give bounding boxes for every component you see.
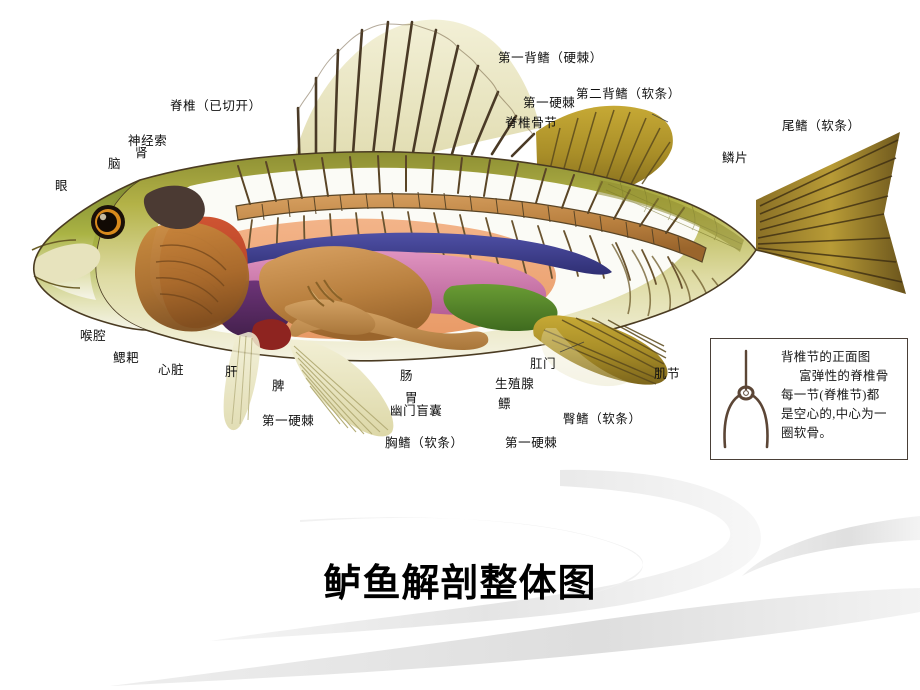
label-nerve-cord: 神经索 bbox=[128, 134, 168, 148]
heart-art bbox=[251, 319, 292, 350]
label-swim-bladder: 鳔 bbox=[498, 397, 512, 411]
label-leader-lines bbox=[559, 113, 669, 353]
caudal-fin-art bbox=[755, 132, 906, 294]
gonad-art bbox=[443, 283, 558, 332]
label-first-spine-anal: 第一硬棘 bbox=[505, 436, 558, 450]
label-kidney: 肾 bbox=[135, 146, 149, 160]
fish-eye-art bbox=[91, 205, 125, 239]
label-vertebra-cut-open: 脊椎（已切开） bbox=[170, 99, 262, 113]
label-gonad: 生殖腺 bbox=[495, 377, 535, 391]
label-anus: 肛门 bbox=[530, 357, 557, 371]
vertebra-front-view-icon bbox=[715, 345, 777, 453]
label-heart: 心脏 bbox=[158, 363, 185, 377]
pectoral-fin-art bbox=[223, 332, 261, 431]
dorsal-vessel-art bbox=[210, 232, 612, 276]
scales-art bbox=[596, 180, 744, 252]
pelvic-fin-art bbox=[290, 339, 394, 437]
label-first-spine-pelvic: 第一硬棘 bbox=[262, 414, 315, 428]
label-myomere: 肌节 bbox=[654, 367, 681, 381]
label-gill-rakers: 鳃耙 bbox=[113, 351, 140, 365]
label-anal-fin-soft-rays: 臀鳍（软条） bbox=[563, 412, 642, 426]
label-pectoral-fin-soft-rays: 胸鳍（软条） bbox=[385, 436, 464, 450]
inset-caption-line: 圈软骨。 bbox=[781, 426, 833, 440]
label-intestine: 肠 bbox=[400, 369, 414, 383]
label-vertebral-bone-segment: 脊椎骨节 bbox=[505, 116, 558, 130]
fish-body-art bbox=[94, 150, 757, 362]
label-pharyngeal-cavity: 喉腔 bbox=[80, 329, 107, 343]
vertebra-inset-caption: 背椎节的正面图富弹性的脊椎骨每一节(脊椎节)都是空心的,中心为一圈软骨。 bbox=[781, 348, 905, 443]
fish-head-art bbox=[31, 179, 147, 331]
lower-caudal-lobe-art bbox=[541, 328, 628, 387]
inset-caption-line: 每一节(脊椎节)都 bbox=[781, 388, 880, 402]
label-pyloric-caeca: 幽门盲囊 bbox=[390, 404, 443, 418]
vertebra-inset-box: 背椎节的正面图富弹性的脊椎骨每一节(脊椎节)都是空心的,中心为一圈软骨。 bbox=[710, 338, 908, 460]
label-eye: 眼 bbox=[55, 179, 69, 193]
label-brain: 脑 bbox=[108, 157, 122, 171]
label-first-dorsal-fin-spines: 第一背鳍（硬棘） bbox=[498, 51, 603, 65]
label-liver: 肝 bbox=[225, 365, 239, 379]
kidney-art bbox=[143, 185, 205, 230]
intestine-art bbox=[284, 279, 489, 350]
inset-caption-line: 是空心的,中心为一 bbox=[781, 407, 887, 421]
label-caudal-fin-soft-rays: 尾鳍（软条） bbox=[782, 119, 861, 133]
label-first-spine-dorsal: 第一硬棘 bbox=[523, 96, 576, 110]
operculum-art bbox=[134, 222, 250, 332]
inset-caption-line: 富弹性的脊椎骨 bbox=[799, 369, 889, 383]
label-spleen: 脾 bbox=[272, 379, 286, 393]
label-second-dorsal-fin-soft-rays: 第二背鳍（软条） bbox=[576, 87, 681, 101]
label-stomach: 胃 bbox=[405, 391, 419, 405]
inset-caption-line: 背椎节的正面图 bbox=[781, 350, 871, 364]
page-title: 鲈鱼解剖整体图 bbox=[323, 561, 597, 605]
label-scales: 鳞片 bbox=[722, 151, 749, 165]
